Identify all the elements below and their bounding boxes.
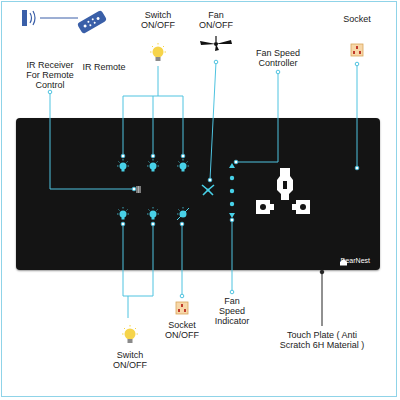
leader-line — [357, 64, 358, 168]
socket-icon — [176, 302, 188, 314]
leader-dot — [132, 187, 136, 191]
leader-dot — [180, 222, 184, 226]
leader-line — [182, 224, 183, 296]
speed-dot — [230, 176, 234, 180]
leader-dot — [320, 270, 324, 274]
callout-label: Fan Speed Indicator — [212, 296, 252, 326]
speed-dot — [230, 202, 234, 206]
fan-icon — [200, 36, 232, 51]
leader-dot — [234, 160, 238, 164]
leader-dot — [151, 222, 155, 226]
touch-plate: DearNest — [16, 118, 380, 270]
leader-dot — [214, 60, 218, 64]
leader-line — [232, 220, 233, 292]
callout-label: Fan Speed Controller — [248, 48, 308, 68]
leader-dot — [151, 154, 155, 158]
leader-dot — [121, 222, 125, 226]
bulb-icon — [122, 325, 138, 343]
speed-dot — [230, 189, 234, 193]
leader-dot — [276, 70, 280, 74]
socket-icon — [351, 44, 363, 56]
callout-label: Fan ON/OFF — [196, 10, 236, 30]
leader-dot — [208, 178, 212, 182]
callout-label: IR Receiver For Remote Control — [21, 60, 79, 90]
callout-label: Socket ON/OFF — [162, 320, 202, 340]
leader-line — [128, 296, 129, 318]
socket-pin — [296, 200, 310, 214]
leader-dot — [121, 154, 125, 158]
ir-window — [136, 186, 141, 193]
bulb-icon — [150, 43, 166, 61]
leader-line — [322, 272, 323, 326]
leader-dot — [230, 290, 234, 294]
callout-label: Switch ON/OFF — [110, 350, 150, 370]
callout-label: Touch Plate ( Anti Scratch 6H Material ) — [276, 330, 368, 350]
leader-line — [158, 66, 159, 96]
leader-dot — [48, 90, 52, 94]
callout-label: IR Remote — [74, 62, 134, 72]
leader-dot — [230, 218, 234, 222]
leader-line — [153, 96, 154, 156]
callout-label: Socket — [337, 14, 377, 24]
brand-name: DearNest — [331, 257, 370, 264]
ir-receiver-icon — [22, 10, 35, 26]
leader-dot — [355, 62, 359, 66]
leader-dot — [180, 294, 184, 298]
callout-label: Switch ON/OFF — [138, 10, 178, 30]
socket-pin — [256, 200, 270, 214]
leader-line — [40, 18, 78, 19]
leader-dot — [355, 166, 359, 170]
leader-dot — [181, 154, 185, 158]
ir-remote-icon — [77, 10, 107, 34]
